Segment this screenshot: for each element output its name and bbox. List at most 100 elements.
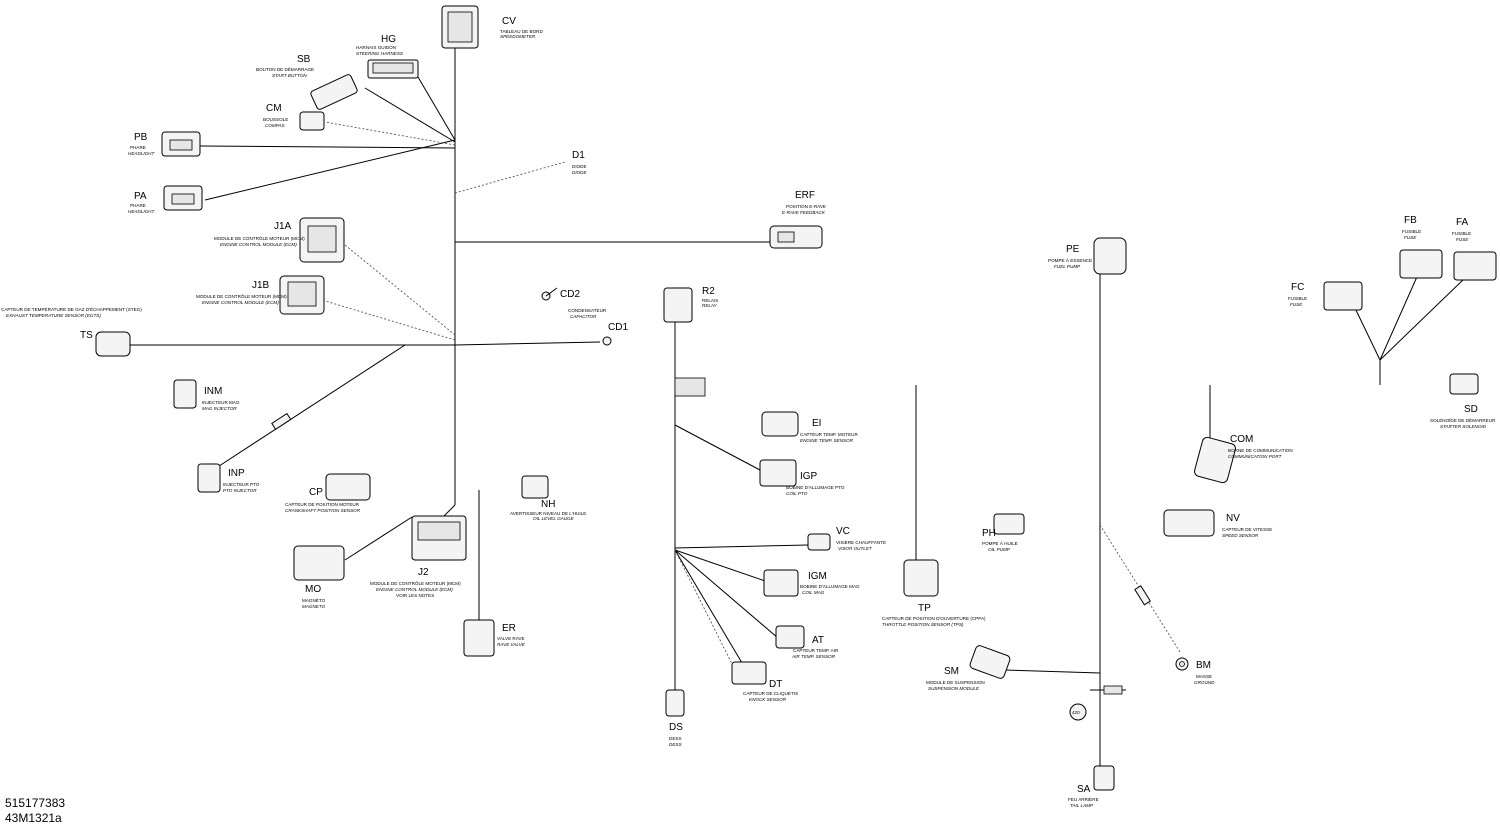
sm-connector[interactable] xyxy=(969,645,1011,680)
dt-en: KNOCK SENSOR xyxy=(749,697,787,702)
pe-en: FUEL PUMP xyxy=(1054,264,1081,269)
nv-en: SPEED SENSOR xyxy=(1222,533,1259,538)
at-en: AIR TEMP. SENSOR xyxy=(791,654,836,659)
erf-fr: POSITION E-RAVE xyxy=(786,204,826,209)
er-fr: VALVE RAVE xyxy=(497,636,525,641)
cm-connector[interactable] xyxy=(299,111,325,131)
sm-en: SUSPENSION MODULE xyxy=(928,686,980,691)
j1a-en: ENGINE CONTROL MODULE (ECM) xyxy=(220,242,297,247)
sb-connector[interactable] xyxy=(310,74,358,111)
fa-fuse-holder[interactable] xyxy=(1453,251,1497,281)
r2-en: RELAY xyxy=(702,303,718,308)
nh-connector[interactable] xyxy=(521,475,549,499)
erf-connector[interactable] xyxy=(769,225,823,249)
ground-bolt xyxy=(1103,685,1123,695)
erf-code: ERF xyxy=(795,190,815,201)
ts-connector[interactable] xyxy=(95,331,131,357)
r2-fr: RELAIS xyxy=(702,298,718,303)
j2-en: ENGINE CONTROL MODULE (ECM) xyxy=(376,587,453,592)
igp-connector[interactable] xyxy=(759,459,797,487)
ts-code: TS xyxy=(80,330,93,341)
connector-shapes xyxy=(95,5,1497,791)
cv-en: SPEEDOMETER xyxy=(500,34,536,39)
ei-connector[interactable] xyxy=(761,411,799,437)
com-fr: BORNE DE COMMUNICATION xyxy=(1228,448,1293,453)
ds-connector[interactable] xyxy=(665,689,685,717)
nv-code: NV xyxy=(1226,513,1240,524)
pe-connector[interactable] xyxy=(1093,237,1127,275)
cp-connector[interactable] xyxy=(325,473,371,501)
sd-fr: SOLÉNOÏDE DE DÉMARREUR xyxy=(1430,417,1496,423)
ground-tag-circle xyxy=(1069,703,1087,721)
fc-fr: FUSIBLE xyxy=(1288,296,1307,301)
ei-en: ENGINE TEMP. SENSOR xyxy=(800,438,854,443)
r2-connector[interactable] xyxy=(663,287,693,323)
j2-note: VOIR LES NOTES xyxy=(396,593,434,598)
pa-fr: PHARE xyxy=(130,203,146,208)
cv-fr: TABLEAU DE BORD xyxy=(500,29,543,34)
cv-code: CV xyxy=(502,16,516,27)
fb-fr: FUSIBLE xyxy=(1402,229,1421,234)
dt-code: DT xyxy=(769,679,782,690)
com-en: COMMUNICATION PORT xyxy=(1228,454,1283,459)
inm-connector[interactable] xyxy=(173,379,197,409)
vc-connector[interactable] xyxy=(807,533,831,551)
cd1-terminal[interactable] xyxy=(602,336,612,346)
sb-en: START BUTTON xyxy=(272,73,307,78)
inm-en: MAG INJECTOR xyxy=(202,406,237,411)
cd1-en: CAPACITOR xyxy=(570,314,597,319)
igm-connector[interactable] xyxy=(763,569,799,597)
nh-code: NH xyxy=(541,499,555,510)
at-connector[interactable] xyxy=(775,625,805,649)
bm-fr: MASSE xyxy=(1196,674,1212,679)
j2-fr: MODULE DE CONTRÔLE MOTEUR (MCM) xyxy=(370,580,461,586)
inp-en: PTO INJECTOR xyxy=(223,488,257,493)
igm-en: COIL MAG xyxy=(802,590,825,595)
mo-code: MO xyxy=(305,584,321,595)
cp-en: CRANKSHAFT POSITION SENSOR xyxy=(285,508,361,513)
sa-connector[interactable] xyxy=(1093,765,1115,791)
mo-connector[interactable] xyxy=(293,545,345,581)
dt-fr: CAPTEUR DE CLIQUETIS xyxy=(743,691,798,696)
er-connector[interactable] xyxy=(463,619,495,657)
inp-fr: INJECTEUR PTO xyxy=(223,482,260,487)
r2-code: R2 xyxy=(702,286,715,297)
pe-code: PE xyxy=(1066,244,1080,255)
inp-connector[interactable] xyxy=(197,463,221,493)
ph-connector[interactable] xyxy=(993,513,1025,535)
ds-fr: DESS xyxy=(669,736,682,741)
ds-en: DESS xyxy=(669,742,682,747)
fb-fuse-holder[interactable] xyxy=(1399,249,1443,279)
pa-en: HEADLIGHT xyxy=(128,209,155,214)
mo-fr: MAGNÉTO xyxy=(302,597,326,603)
wire-fuse-holder xyxy=(1134,585,1152,606)
ph-code: PH xyxy=(982,528,996,539)
j1b-fr: MODULE DE CONTRÔLE MOTEUR (MCM) xyxy=(196,293,287,299)
part-number: 515177383 xyxy=(5,796,66,810)
cp-code: CP xyxy=(309,487,323,498)
bm-en: GROUND xyxy=(1194,680,1215,685)
cm-en: COMPAS xyxy=(265,123,286,128)
j2-code: J2 xyxy=(418,567,429,578)
fc-fuse-holder[interactable] xyxy=(1323,281,1363,311)
igm-code: IGM xyxy=(808,571,827,582)
nv-connector[interactable] xyxy=(1163,509,1215,537)
hg-code: HG xyxy=(381,34,396,45)
er-code: ER xyxy=(502,623,516,634)
j1b-code: J1B xyxy=(252,280,270,291)
sd-connector[interactable] xyxy=(1449,373,1479,395)
sb-fr: BOUTON DE DÉMARRAGE xyxy=(256,66,314,72)
tp-connector[interactable] xyxy=(903,559,939,597)
sa-en: TAIL LAMP xyxy=(1070,803,1094,808)
com-code: COM xyxy=(1230,434,1253,445)
at-fr: CAPTEUR TEMP. AIR xyxy=(793,648,839,653)
cm-fr: BOUSSOLE xyxy=(263,117,288,122)
nv-fr: CAPTEUR DE VITESSE xyxy=(1222,527,1272,532)
com-connector[interactable] xyxy=(1193,436,1236,484)
mo-en: MAGNETO xyxy=(302,604,326,609)
sb-code: SB xyxy=(297,54,311,65)
fb-en: FUSE xyxy=(1404,235,1417,240)
igm-fr: BOBINE D'ALLUMAGE MAG xyxy=(800,584,860,589)
fb-code: FB xyxy=(1404,215,1417,226)
dt-connector[interactable] xyxy=(731,661,767,685)
